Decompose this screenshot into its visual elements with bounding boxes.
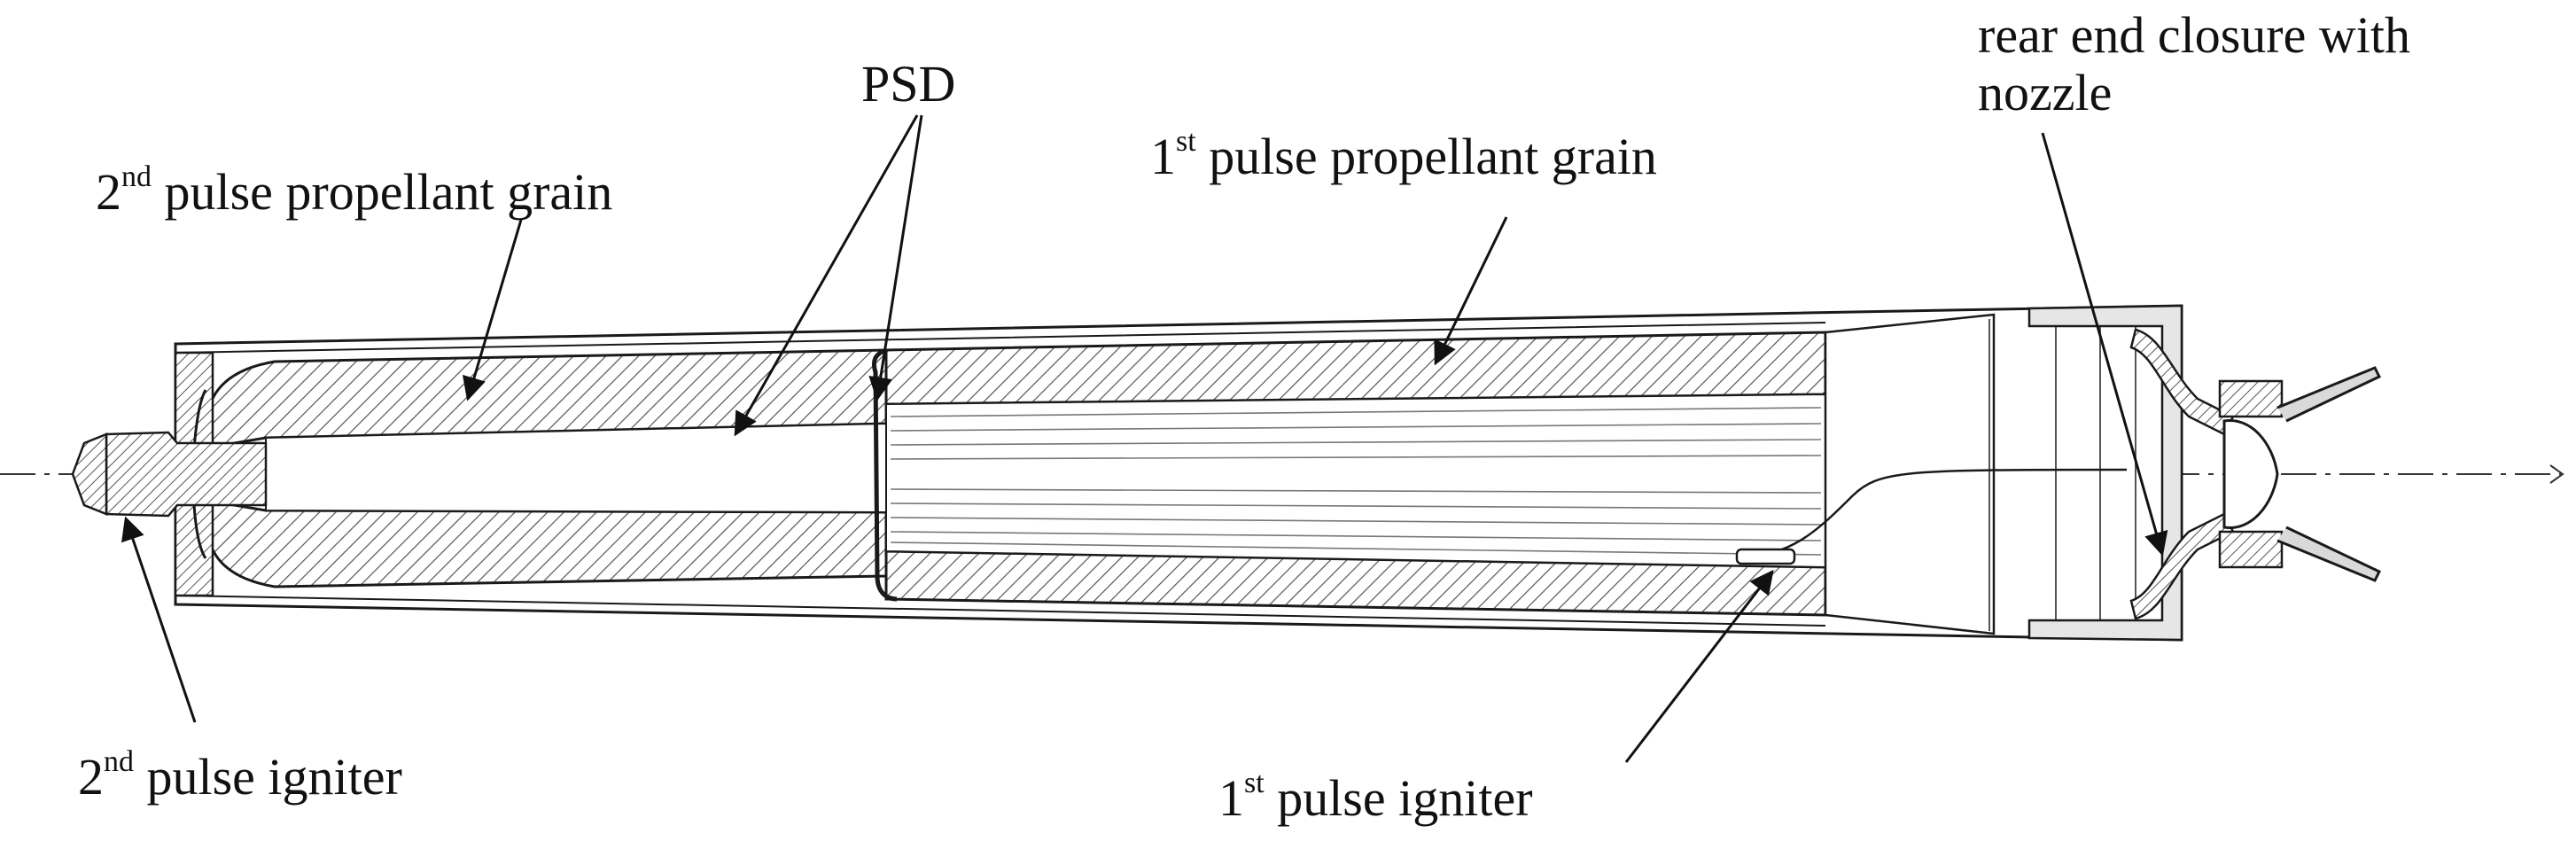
label-second-pulse-igniter: 2nd pulse igniter bbox=[78, 745, 402, 806]
arrow-psd-left bbox=[734, 114, 919, 437]
label-psd: PSD bbox=[861, 55, 956, 113]
nozzle-housing-top bbox=[2218, 379, 2284, 418]
first-igniter-body bbox=[1735, 548, 1796, 565]
motor-case-inner-line bbox=[175, 322, 1826, 627]
arrow-second-grain bbox=[462, 219, 523, 401]
leader-arrows bbox=[121, 114, 2168, 763]
first-igniter-lead bbox=[1740, 468, 2128, 558]
nozzle-exit-cone bbox=[2276, 366, 2382, 582]
arrow-first-igniter bbox=[1624, 569, 1774, 763]
label-first-pulse-grain: 1st pulse propellant grain bbox=[1150, 125, 1657, 185]
arrow-second-igniter bbox=[121, 516, 197, 723]
nozzle-throat bbox=[2222, 418, 2279, 530]
arrow-psd-right bbox=[868, 114, 923, 401]
second-igniter-body bbox=[105, 431, 268, 518]
arrow-first-grain bbox=[1434, 216, 1508, 366]
second-igniter-tip bbox=[71, 432, 108, 516]
label-first-pulse-igniter: 1st pulse igniter bbox=[1218, 767, 1533, 827]
label-rear-end-closure: rear end closure with nozzle bbox=[1978, 6, 2410, 121]
label-second-pulse-grain: 2nd pulse propellant grain bbox=[96, 160, 613, 221]
first-grain-bore bbox=[885, 393, 1826, 569]
rear-end-closure bbox=[2027, 304, 2183, 642]
axis-end-tick bbox=[2549, 464, 2564, 484]
arrow-rear-closure bbox=[2041, 132, 2168, 557]
first-grain-slots bbox=[890, 407, 1822, 556]
pulse-separation-device bbox=[872, 347, 898, 602]
aft-chamber-lines bbox=[1988, 310, 2136, 638]
nozzle-housing-bottom bbox=[2218, 530, 2284, 569]
second-grain-bore bbox=[265, 422, 887, 514]
second-grain-bottom bbox=[205, 499, 888, 588]
